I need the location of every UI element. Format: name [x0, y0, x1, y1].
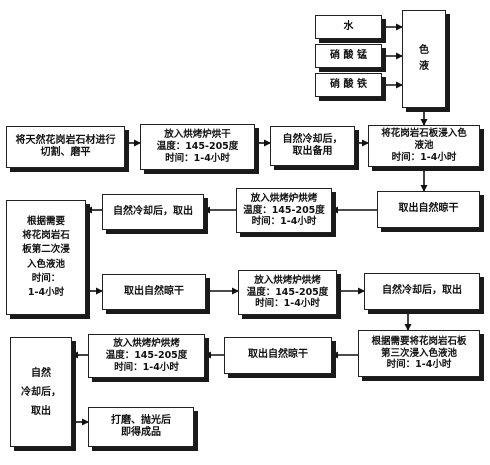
final-line2: 即得成品 [121, 427, 161, 438]
dip2-line5: 时间： [31, 272, 61, 284]
cool2-box: 自然冷却后，取出 [102, 194, 204, 230]
bake2-line3: 时间：1-4小时 [251, 216, 317, 228]
cool4-line2: 冷却后， [21, 386, 61, 398]
dry2-box: 取出自然晾干 [102, 274, 206, 310]
step1-line2: 切割、磨平 [40, 147, 91, 158]
water-box: 水 [315, 15, 382, 39]
final-product-box: 打磨、抛光后 即得成品 [88, 407, 194, 447]
iron-nitrate-box: 硝 酸 铁 [315, 73, 382, 97]
color-liquid-box: 色 液 [402, 10, 446, 108]
bake1-line1: 放入烘烤炉烘干 [164, 129, 231, 141]
dip3-box: 根据需要将花岗岩石板 第三次浸入色液池 时间：1-4小时 [358, 330, 480, 377]
cool4-line1: 自然 [31, 367, 51, 379]
bake4-line2: 温度：145-205度 [105, 350, 188, 362]
dip3-line2: 第三次浸入色液池 [380, 347, 457, 359]
manganese-nitrate-box: 硝 酸 锰 [315, 44, 382, 68]
bake4-box: 放入烘烤炉烘烤 温度：145-205度 时间：1-4小时 [88, 334, 205, 378]
cool2-label: 自然冷却后，取出 [113, 205, 193, 217]
dip2-line1: 根据需要 [26, 215, 65, 227]
dip3-line3: 时间：1-4小时 [386, 359, 452, 371]
manganese-nitrate-label: 硝 酸 锰 [330, 49, 367, 61]
cool4-box: 自然 冷却后， 取出 [10, 337, 72, 447]
dip1-box: 将花岗岩石板浸入色 液池 时间：1-4小时 [368, 125, 480, 167]
cool4-line3: 取出 [31, 405, 51, 417]
dry1-label: 取出自然晾干 [398, 203, 459, 215]
color-liquid-line2: 液 [419, 61, 429, 72]
bake3-box: 放入烘烤炉烘烤 温度：145-205度 时间：1-4小时 [238, 270, 337, 315]
bake3-line1: 放入烘烤炉烘烤 [254, 274, 321, 286]
cool1-line2: 取出备用 [292, 146, 333, 157]
dry1-box: 取出自然晾干 [377, 191, 480, 228]
dry2-label: 取出自然晾干 [124, 285, 184, 297]
water-label: 水 [343, 20, 354, 32]
bake4-line3: 时间：1-4小时 [114, 361, 179, 373]
cool1-line1: 自然冷却后， [282, 133, 343, 145]
iron-nitrate-label: 硝 酸 铁 [330, 78, 367, 90]
bake1-box: 放入烘烤炉烘干 温度：145-205度 时间：1-4小时 [140, 124, 255, 170]
dip2-line2: 将花岗岩石 [22, 230, 70, 241]
bake4-line1: 放入烘烤炉烘烤 [113, 338, 180, 350]
step1-line1: 将天然花岗岩石材进行 [15, 134, 116, 146]
color-liquid-line1: 色 [419, 45, 429, 56]
bake2-box: 放入烘烤炉烘烤 温度：145-205度 时间：1-4小时 [236, 188, 332, 233]
dip2-line4: 入色液池 [26, 258, 65, 270]
bake2-line2: 温度：145-205度 [243, 204, 325, 216]
dry3-label: 取出自然晾干 [248, 349, 308, 361]
bake2-line1: 放入烘烤炉烘烤 [250, 192, 318, 204]
cool3-label: 自然冷却后，取出 [382, 285, 462, 297]
cool3-box: 自然冷却后，取出 [364, 273, 480, 310]
step1-cut-polish-box: 将天然花岗岩石材进行 切割、磨平 [6, 126, 125, 168]
bake1-line3: 时间：1-4小时 [165, 152, 230, 164]
dip2-line3: 板第二次浸 [22, 244, 70, 256]
final-line1: 打磨、抛光后 [111, 414, 171, 426]
bake1-line2: 温度：145-205度 [156, 141, 239, 153]
dip2-box: 根据需要 将花岗岩石 板第二次浸 入色液池 时间： 1-4小时 [6, 200, 86, 315]
cool1-box: 自然冷却后， 取出备用 [270, 126, 355, 166]
bake3-line3: 时间：1-4小时 [255, 298, 320, 310]
dip3-line1: 根据需要将花岗岩石板 [371, 335, 467, 347]
dip1-line1: 将花岗岩石板浸入色 [381, 128, 467, 140]
dry3-box: 取出自然晾干 [224, 337, 332, 374]
dip1-line2: 液池 [414, 140, 434, 152]
bake3-line2: 温度：145-205度 [246, 286, 329, 298]
dip2-line6: 1-4小时 [27, 287, 65, 298]
dip1-line3: 时间：1-4小时 [391, 151, 457, 163]
